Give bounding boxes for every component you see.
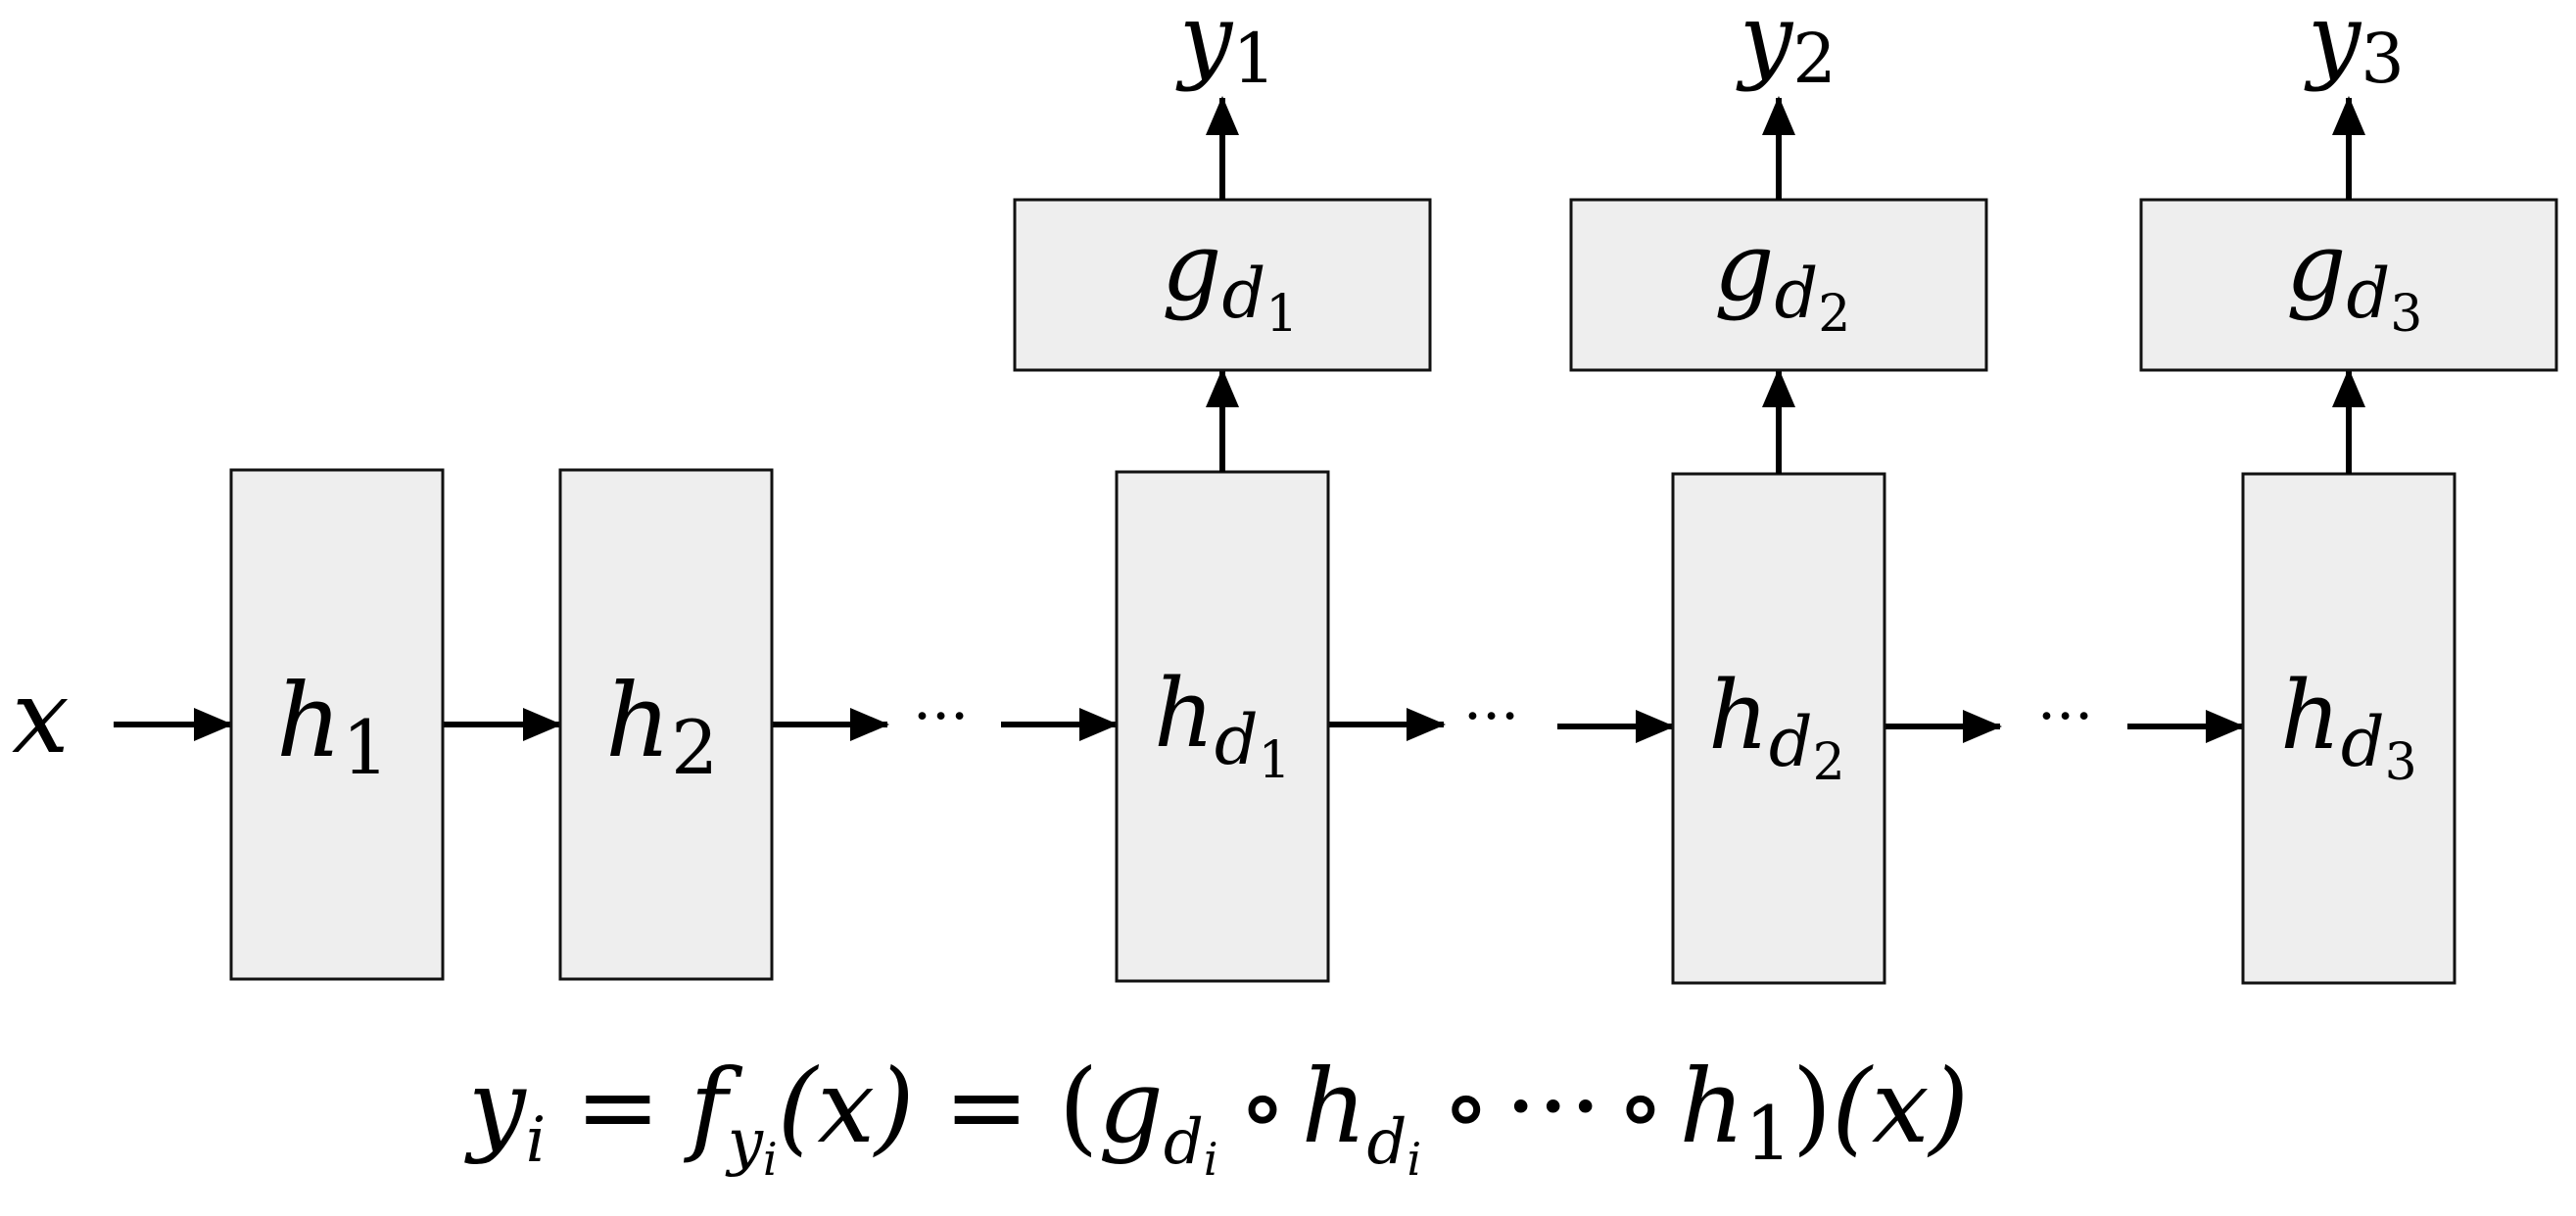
svg-text:hd1: hd1 (1154, 659, 1291, 790)
svg-text:h1: h1 (276, 661, 389, 791)
layer-hd2: hd2 (1671, 472, 1886, 985)
head-gd1: gd1 (1013, 198, 1432, 372)
layer-hd3: hd3 (2241, 472, 2457, 985)
output-y3: y3 (2304, 0, 2405, 99)
svg-text:h2: h2 (605, 661, 718, 791)
svg-text:gd1: gd1 (1162, 212, 1298, 344)
layer-h2: h2 (558, 468, 774, 981)
svg-text:hd3: hd3 (2280, 661, 2417, 792)
head-gd2: gd2 (1569, 198, 1988, 372)
ellipsis-2: ··· (1463, 682, 1519, 751)
formula: yi=fyi(x)=(gdi∘hdi∘···∘h1)(x) (464, 1047, 1969, 1186)
svg-text:gd3: gd3 (2286, 212, 2422, 344)
layer-h1: h1 (229, 468, 445, 981)
svg-text:gd2: gd2 (1714, 212, 1850, 344)
output-y1: y1 (1175, 0, 1276, 99)
head-gd3: gd3 (2139, 198, 2558, 372)
layer-hd1: hd1 (1115, 470, 1330, 983)
output-y2: y2 (1736, 0, 1837, 99)
input-label: x (12, 657, 70, 776)
ellipsis-3: ··· (2037, 682, 2093, 751)
svg-text:hd2: hd2 (1708, 661, 1845, 792)
ellipsis-1: ··· (913, 682, 969, 751)
